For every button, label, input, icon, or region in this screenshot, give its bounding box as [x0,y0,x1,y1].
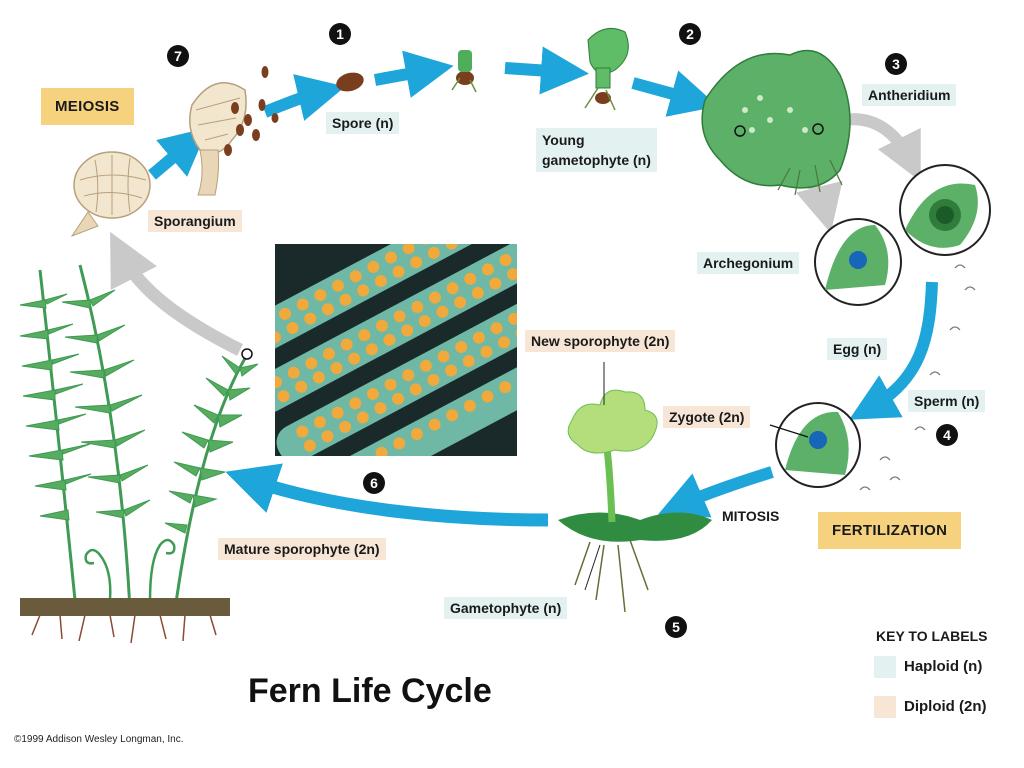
arrow-new-to-mature [225,463,549,527]
meiosis-stage-label: MEIOSIS [41,88,134,125]
step-3-badge: 3 [885,53,907,75]
sporangium-open [189,66,279,196]
zygote-closeup [769,402,861,488]
zygote-label: Zygote (2n) [663,406,751,428]
step-7-badge: 7 [167,45,189,67]
arrow-zygote-to-sporophyte [657,466,774,518]
arrow-germling-to-young [504,46,589,95]
frond-middle [61,264,151,611]
sori-photo [275,244,517,456]
fertilization-stage-label: FERTILIZATION [818,512,962,549]
young-gametophyte-graphic [584,27,629,111]
sperm-label: Sperm (n) [908,390,986,412]
spore-graphic [336,72,364,92]
germling-graphic [451,50,477,93]
copyright-notice: ©1999 Addison Wesley Longman, Inc. [14,734,184,745]
egg-label: Egg (n) [827,338,888,360]
sporangium-closed [70,151,151,238]
sori-dots [275,244,517,456]
soil-strip [20,598,230,616]
step-1-badge: 1 [329,23,351,45]
young-gametophyte-label-line1: Young [542,132,585,148]
sporangium-label: Sporangium [148,210,242,232]
mature-fern-graphic [19,264,259,644]
archegonium-closeup [814,218,902,306]
arrow-gray-mature-to-sporangium [110,231,243,356]
mature-sporophyte-label: Mature sporophyte (2n) [218,538,386,560]
young-gametophyte-label-line2: gametophyte (n) [542,152,651,168]
roots [31,614,217,644]
haploid-key-label: Haploid (n) [904,658,983,675]
key-title: KEY TO LABELS [876,628,988,644]
step-4-badge: 4 [936,424,958,446]
young-gametophyte-label: Young gametophyte (n) [536,128,657,172]
sperm-graphics [859,264,976,491]
step-5-badge: 5 [665,616,687,638]
diploid-swatch [874,696,896,718]
gametophyte-graphic [701,49,851,196]
archegonium-label: Archegonium [697,252,800,274]
antheridium-label: Antheridium [862,84,957,106]
step-2-badge: 2 [679,23,701,45]
antheridium-closeup [899,164,991,256]
arrow-sperm-path [849,281,938,420]
gametophyte-label: Gametophyte (n) [444,597,568,619]
fiddleheads [84,538,176,601]
step-6-badge: 6 [363,472,385,494]
mitosis-label: MITOSIS [722,508,780,524]
frond-right [164,349,259,611]
arrow-sporangium-to-meiosis [148,127,209,180]
arrow-to-spore [262,74,346,121]
frond-left [19,269,92,601]
diagram-title: Fern Life Cycle [248,672,492,710]
arrow-young-to-gametophyte [631,70,719,117]
sori-photo-art [275,244,517,456]
arrow-spore-to-germling [373,50,454,98]
spore-label: Spore (n) [326,112,400,134]
haploid-swatch [874,656,896,678]
new-sporophyte-graphic [558,362,712,613]
new-sporophyte-label: New sporophyte (2n) [525,330,676,352]
diploid-key-label: Diploid (2n) [904,698,987,715]
